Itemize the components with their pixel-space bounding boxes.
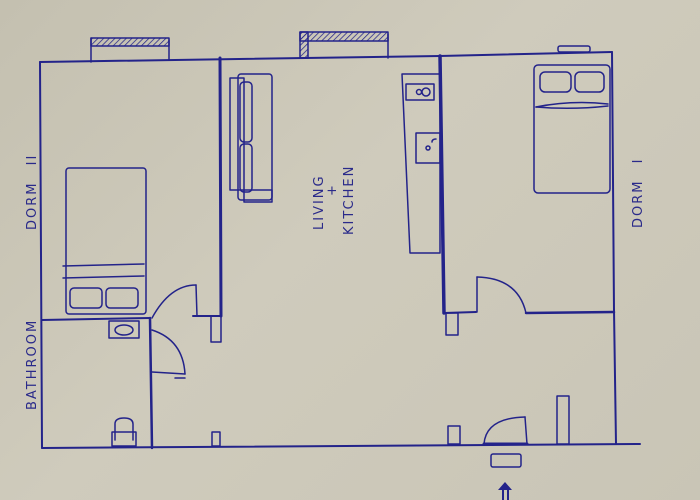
label-living: LIVING	[312, 174, 327, 230]
bed-dorm-1	[533, 64, 611, 194]
toilet	[111, 417, 137, 447]
door-dorm-2	[151, 284, 198, 319]
doormat	[490, 453, 522, 468]
wall-bathroom	[148, 316, 154, 450]
label-dorm-2: DORM II	[25, 154, 40, 230]
kitchen-counter	[401, 73, 441, 254]
label-plus: +	[325, 183, 340, 196]
entrance-arrow-icon	[498, 482, 512, 500]
sofa	[229, 73, 273, 203]
door-entry	[482, 416, 529, 468]
wall-dorm2-bathroom	[41, 317, 151, 321]
window-dorm-2	[90, 37, 170, 63]
label-dorm-1: DORM I	[631, 158, 646, 228]
door-dorm-1	[476, 276, 527, 314]
outer-walls	[39, 51, 641, 449]
wall-dorm2-living	[192, 56, 223, 343]
stove	[405, 83, 435, 101]
bed-dorm-2	[62, 167, 147, 315]
label-bathroom: BATHROOM	[25, 319, 40, 410]
label-kitchen: KITCHEN	[342, 165, 357, 235]
window-living	[299, 31, 389, 59]
kitchen-sink	[415, 132, 441, 164]
bathroom-sink	[108, 320, 140, 339]
entrance-stubs	[211, 395, 570, 447]
door-bathroom	[151, 329, 186, 379]
wall-living-dorm1	[438, 54, 616, 336]
window-dorm-1	[557, 45, 591, 53]
